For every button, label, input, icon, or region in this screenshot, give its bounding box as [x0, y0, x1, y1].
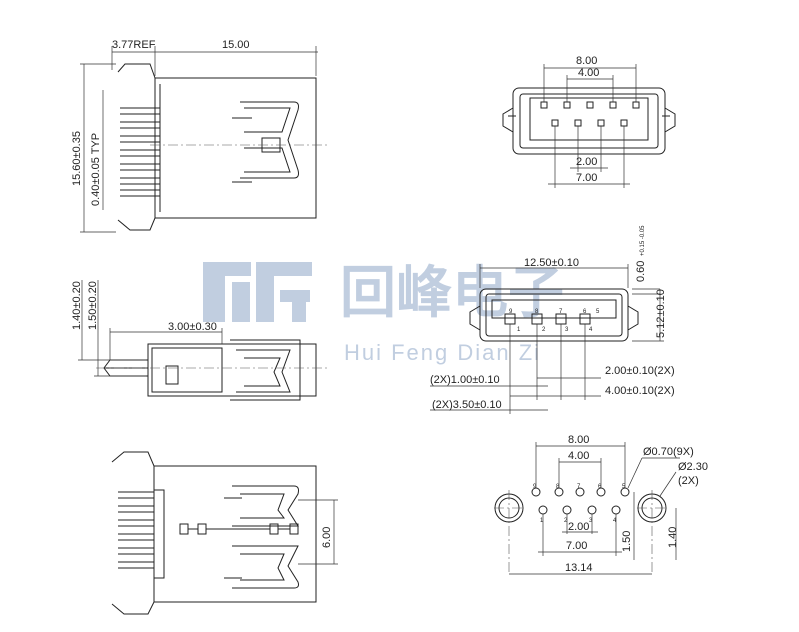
hole-label-row-top: 9 8 7 6 5: [533, 484, 626, 490]
pin-label: 3: [565, 327, 569, 333]
hole-big-callout: Ø2.30: [678, 461, 708, 473]
dim-7-00-bottom: 7.00: [566, 540, 587, 552]
pin-label: 9: [509, 309, 513, 315]
pin-label: 1: [517, 327, 521, 333]
mid-right-view: 9 8 7 6 5 1 2 3 4 12.50±0.10 0.60 +0.15 …: [430, 225, 675, 414]
dim-3-00: 3.00±0.30: [168, 321, 217, 333]
dim-4-00: 4.00: [578, 67, 599, 79]
dim-2-00: 2.00: [576, 156, 597, 168]
dim-8-00-bottom: 8.00: [568, 434, 589, 446]
dim-13-14: 13.14: [565, 562, 593, 574]
hole-big-qty: (2X): [678, 475, 699, 487]
dim-3-50-2x: (2X)3.50±0.10: [432, 399, 502, 411]
pin-label: 2: [564, 518, 568, 524]
pin-label: 6: [583, 309, 587, 315]
pin-label: 8: [556, 484, 560, 490]
pin-label: 9: [533, 484, 537, 490]
dim-4-00-bottom: 4.00: [568, 450, 589, 462]
dim-15-60: 15.60±0.35: [71, 131, 83, 186]
dim-1-40-bottom: 1.40: [667, 527, 679, 548]
dim-2-00-2x: 2.00±0.10(2X): [605, 365, 675, 377]
dim-6-00: 6.00: [321, 527, 333, 548]
top-right-view: 8.00 4.00 2.00 7.00: [502, 55, 676, 188]
pin-label: 7: [577, 484, 581, 490]
dim-3-77ref: 3.77REF: [112, 39, 156, 51]
pin-label: 5: [596, 309, 600, 315]
mid-left-view: 3.00±0.30 1.40±0.20 1.50±0.20: [71, 280, 330, 401]
pin-label: 5: [622, 484, 626, 490]
dim-2-00-bottom: 2.00: [568, 521, 589, 533]
dim-0-60-tolerance: +0.15 -0.05: [640, 225, 646, 256]
pin-label: 1: [540, 518, 544, 524]
dim-12-50: 12.50±0.10: [524, 257, 579, 269]
dim-1-40: 1.40±0.20: [71, 281, 83, 330]
pin-label-row-top: 9 8 7 6 5: [509, 309, 600, 315]
pin-label: 7: [559, 309, 563, 315]
pin-label: 4: [613, 518, 617, 524]
dim-15-00: 15.00: [222, 39, 250, 51]
pin-label-row-bottom: 1 2 3 4: [517, 327, 593, 333]
watermark-english: Hui Feng Dian Zi: [344, 340, 541, 365]
dim-1-50: 1.50±0.20: [87, 281, 99, 330]
bottom-left-view: 6.00: [111, 451, 338, 615]
dim-1-00-2x: (2X)1.00±0.10: [430, 374, 500, 386]
hole-label-row-bottom: 1 2 3 4: [540, 518, 617, 524]
dim-7-00: 7.00: [576, 172, 597, 184]
dim-4-00-2x: 4.00±0.10(2X): [605, 385, 675, 397]
bottom-right-view: 9 8 7 6 5 1 2 3 4 8.00 4.00 2.00 7.00 13…: [494, 434, 708, 575]
watermark-logo: [203, 262, 312, 322]
pin-label: 4: [589, 327, 593, 333]
pin-label: 8: [535, 309, 539, 315]
dim-8-00: 8.00: [576, 55, 597, 67]
dim-0-60: 0.60: [635, 261, 647, 282]
top-left-view: 3.77REF 15.00 15.60±0.35 0.40±0.05 TYP: [71, 39, 330, 233]
dim-1-50-bottom: 1.50: [621, 531, 633, 552]
hole-small-callout: Ø0.70(9X): [643, 446, 694, 458]
dim-5-12: 5.12±0.10: [655, 289, 667, 338]
pin-label: 3: [589, 518, 593, 524]
watermark: 回峰电子 Hui Feng Dian Zi: [203, 261, 564, 365]
pin-label: 2: [542, 327, 546, 333]
dim-0-40-typ: 0.40±0.05 TYP: [90, 133, 102, 206]
pin-label: 6: [598, 484, 602, 490]
